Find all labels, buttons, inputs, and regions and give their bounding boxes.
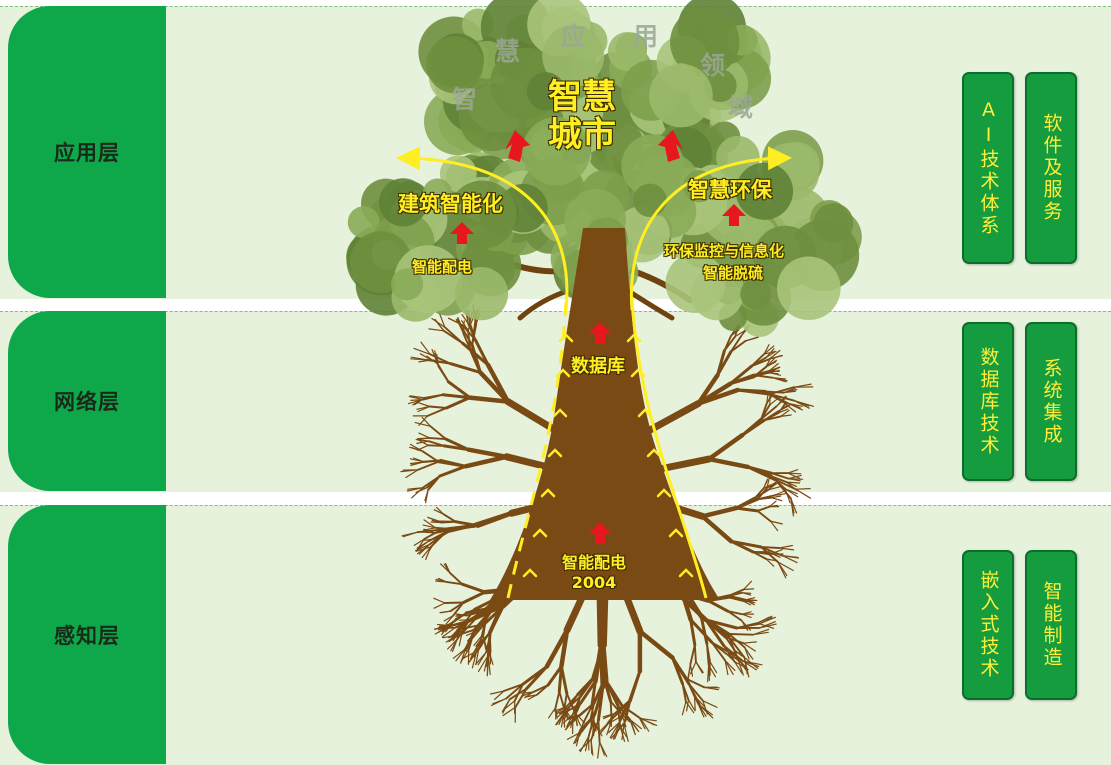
center-title-line2: 城市 bbox=[548, 116, 616, 154]
tech-box-ai-label: AI技术体系 bbox=[979, 99, 998, 237]
center-title-line1: 智慧 bbox=[548, 78, 616, 116]
tech-box-software: 软件及服务 bbox=[1025, 72, 1077, 264]
arc-char-1: 智 bbox=[452, 80, 477, 116]
tech-box-embedded-label: 嵌入式技术 bbox=[979, 570, 998, 680]
label-root-line2: 2004 bbox=[562, 573, 626, 593]
label-database: 数据库 bbox=[571, 352, 625, 378]
tech-box-integration: 系统集成 bbox=[1025, 322, 1077, 481]
arc-char-4: 用 bbox=[633, 17, 658, 53]
label-env-monitoring: 环保监控与信息化 bbox=[664, 240, 784, 261]
label-smart-desulfurization: 智能脱硫 bbox=[703, 262, 763, 283]
tech-box-software-label: 软件及服务 bbox=[1042, 113, 1061, 223]
arc-char-3: 应 bbox=[561, 17, 586, 53]
label-root: 智能配电 2004 bbox=[562, 553, 626, 593]
tech-box-embedded: 嵌入式技术 bbox=[962, 550, 1014, 700]
label-root-line1: 智能配电 bbox=[562, 553, 626, 573]
arc-char-5: 领 bbox=[700, 46, 725, 82]
tech-box-manufacturing: 智能制造 bbox=[1025, 550, 1077, 700]
center-title: 智慧 城市 bbox=[548, 78, 616, 154]
label-left-smart-power: 智能配电 bbox=[412, 256, 472, 277]
tech-box-ai: AI技术体系 bbox=[962, 72, 1014, 264]
tech-box-manufacturing-label: 智能制造 bbox=[1042, 581, 1061, 669]
label-smart-environment: 智慧环保 bbox=[688, 174, 772, 204]
tech-box-integration-label: 系统集成 bbox=[1042, 358, 1061, 446]
arc-char-6: 域 bbox=[728, 88, 753, 124]
arc-char-2: 慧 bbox=[495, 32, 520, 68]
tech-box-database-label: 数据库技术 bbox=[979, 347, 998, 457]
label-building-intelligence: 建筑智能化 bbox=[398, 188, 503, 218]
tech-box-database: 数据库技术 bbox=[962, 322, 1014, 481]
